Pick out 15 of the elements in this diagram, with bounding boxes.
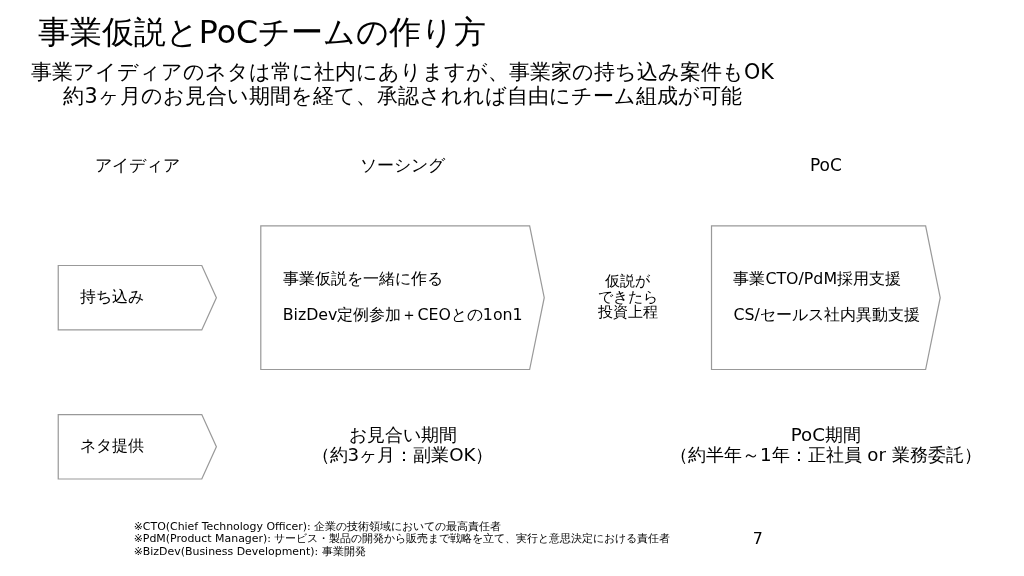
label: 仮説ができたら投資上程 (597, 271, 658, 321)
node-label: PoC期間 (790, 423, 861, 445)
label: ※PdM(Product Manager): サービス・製品の開発から販売まで戦略を立て、実行と意思決定における責任者 (133, 532, 671, 546)
label: 約3ヶ月のお見合い期間を経て、承認されれば自由にチーム組成が可能 (63, 83, 742, 108)
node-label: （約半年～1年：正社員 or 業務委託） (669, 444, 982, 466)
label: アイディア (94, 154, 180, 175)
label: PoC (809, 154, 842, 175)
node-label: （約3ヶ月：副業OK） (311, 444, 494, 466)
node-label: お見合い期間 (348, 423, 457, 445)
label: ※CTO(Chief Technology Officer): 企業の技術領域においての最高責任者 (133, 520, 502, 534)
label: 事業アイディアのネタは常に社内にありますが、事業家の持ち込み案件もOK (31, 60, 774, 85)
label: ※BizDev(Business Development): 事業開発 (133, 544, 366, 558)
label: 7 (752, 528, 763, 548)
label: ソーシング (360, 154, 446, 175)
diagram-title: 事業仮説とPoCチームの作り方 (37, 14, 487, 51)
